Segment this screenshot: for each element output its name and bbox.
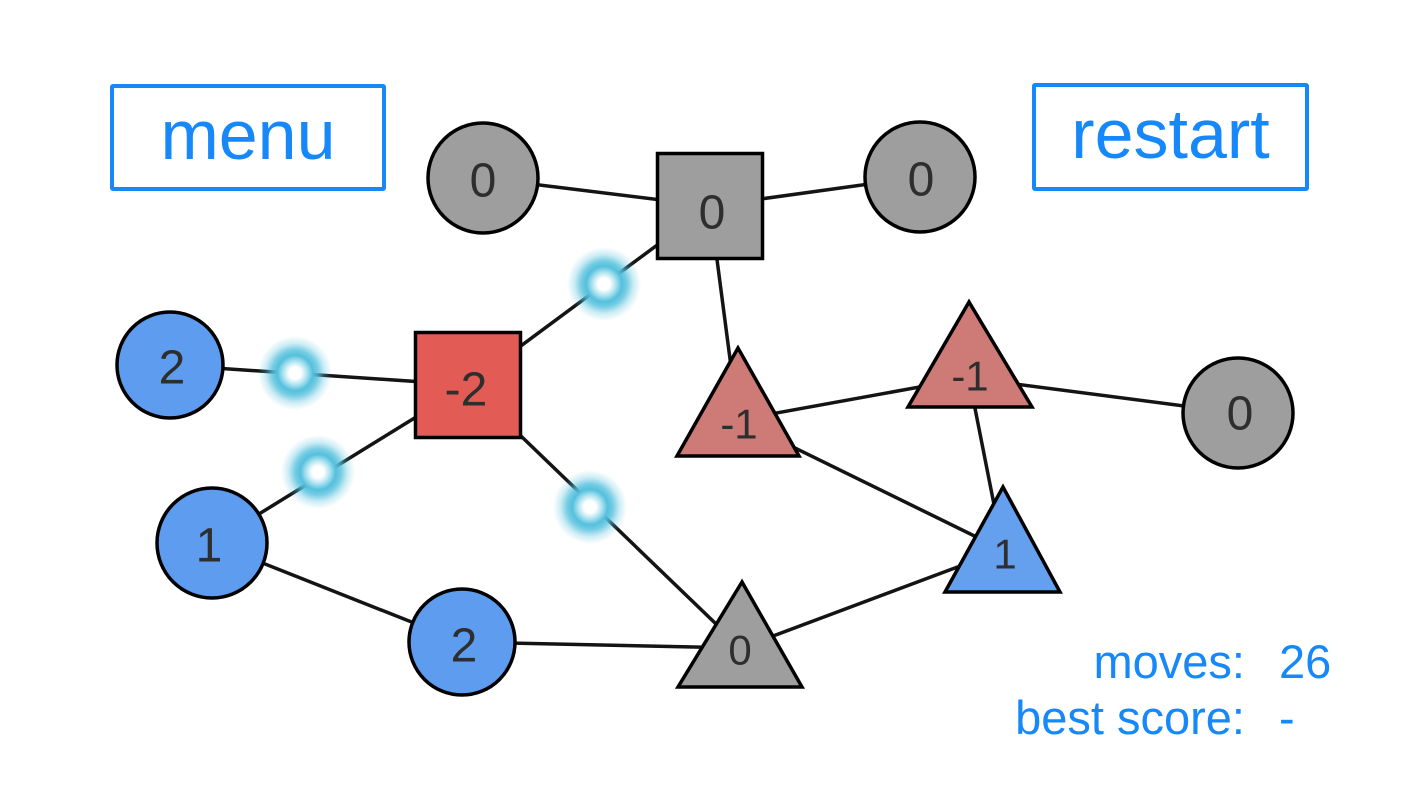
node-value-label: -1	[720, 401, 757, 448]
triangle-shape[interactable]	[674, 344, 802, 458]
node-square-neg2[interactable]: -2	[413, 330, 523, 440]
node-circle-0-right[interactable]: 0	[1181, 356, 1295, 470]
node-circle-2-left[interactable]: 2	[115, 310, 225, 420]
square-shape[interactable]	[413, 330, 523, 440]
node-circle-1-left[interactable]: 1	[155, 486, 269, 600]
edge-glow-marker-1	[567, 247, 641, 321]
node-triangle-neg1-right[interactable]: -1	[904, 298, 1036, 409]
node-triangle-neg1-mid[interactable]: -1	[674, 344, 802, 458]
best-score-value: -	[1279, 691, 1295, 744]
edge-glow-marker-2	[258, 336, 332, 410]
node-triangle-1-blue[interactable]: 1	[942, 483, 1063, 594]
node-value-label: 2	[159, 342, 186, 395]
node-value-label: -1	[951, 353, 988, 400]
glows-layer	[258, 247, 641, 544]
node-square-0-top[interactable]: 0	[655, 151, 765, 261]
circle-shape[interactable]	[1181, 356, 1295, 470]
node-value-label: 1	[196, 520, 223, 573]
circle-shape[interactable]	[863, 120, 977, 234]
node-triangle-0-gray[interactable]: 0	[674, 578, 806, 689]
node-circle-2-bottom[interactable]: 2	[407, 587, 517, 697]
circle-shape[interactable]	[407, 587, 517, 697]
edge-glow-marker-4	[553, 470, 627, 544]
node-value-label: 2	[451, 620, 478, 673]
triangle-shape[interactable]	[674, 578, 806, 689]
edge-glow-marker-3	[281, 435, 355, 509]
restart-button[interactable]: restart	[1032, 83, 1309, 191]
moves-row: moves: 26	[950, 634, 1340, 690]
nodes-layer: 0 0 0 2 -2 -1 -1 0 1 1 2 0	[115, 120, 1295, 697]
menu-button[interactable]: menu	[110, 84, 386, 191]
triangle-shape[interactable]	[942, 483, 1063, 594]
square-shape[interactable]	[655, 151, 765, 261]
node-value-label: -2	[445, 364, 488, 417]
node-value-label: 0	[1227, 388, 1254, 441]
circle-shape[interactable]	[115, 310, 225, 420]
best-score-row: best score: -	[950, 690, 1340, 746]
node-value-label: 1	[993, 531, 1016, 578]
circle-shape[interactable]	[426, 121, 540, 235]
node-circle-0-topleft[interactable]: 0	[426, 121, 540, 235]
node-value-label: 0	[470, 155, 497, 208]
node-circle-0-topright[interactable]: 0	[863, 120, 977, 234]
moves-value: 26	[1279, 635, 1332, 688]
circle-shape[interactable]	[155, 486, 269, 600]
node-value-label: 0	[699, 187, 726, 240]
score-panel: moves: 26 best score: -	[950, 634, 1340, 746]
moves-label: moves:	[1093, 635, 1246, 688]
best-score-label: best score:	[1015, 691, 1245, 744]
node-value-label: 0	[728, 627, 751, 674]
node-value-label: 0	[908, 154, 935, 207]
triangle-shape[interactable]	[904, 298, 1036, 409]
